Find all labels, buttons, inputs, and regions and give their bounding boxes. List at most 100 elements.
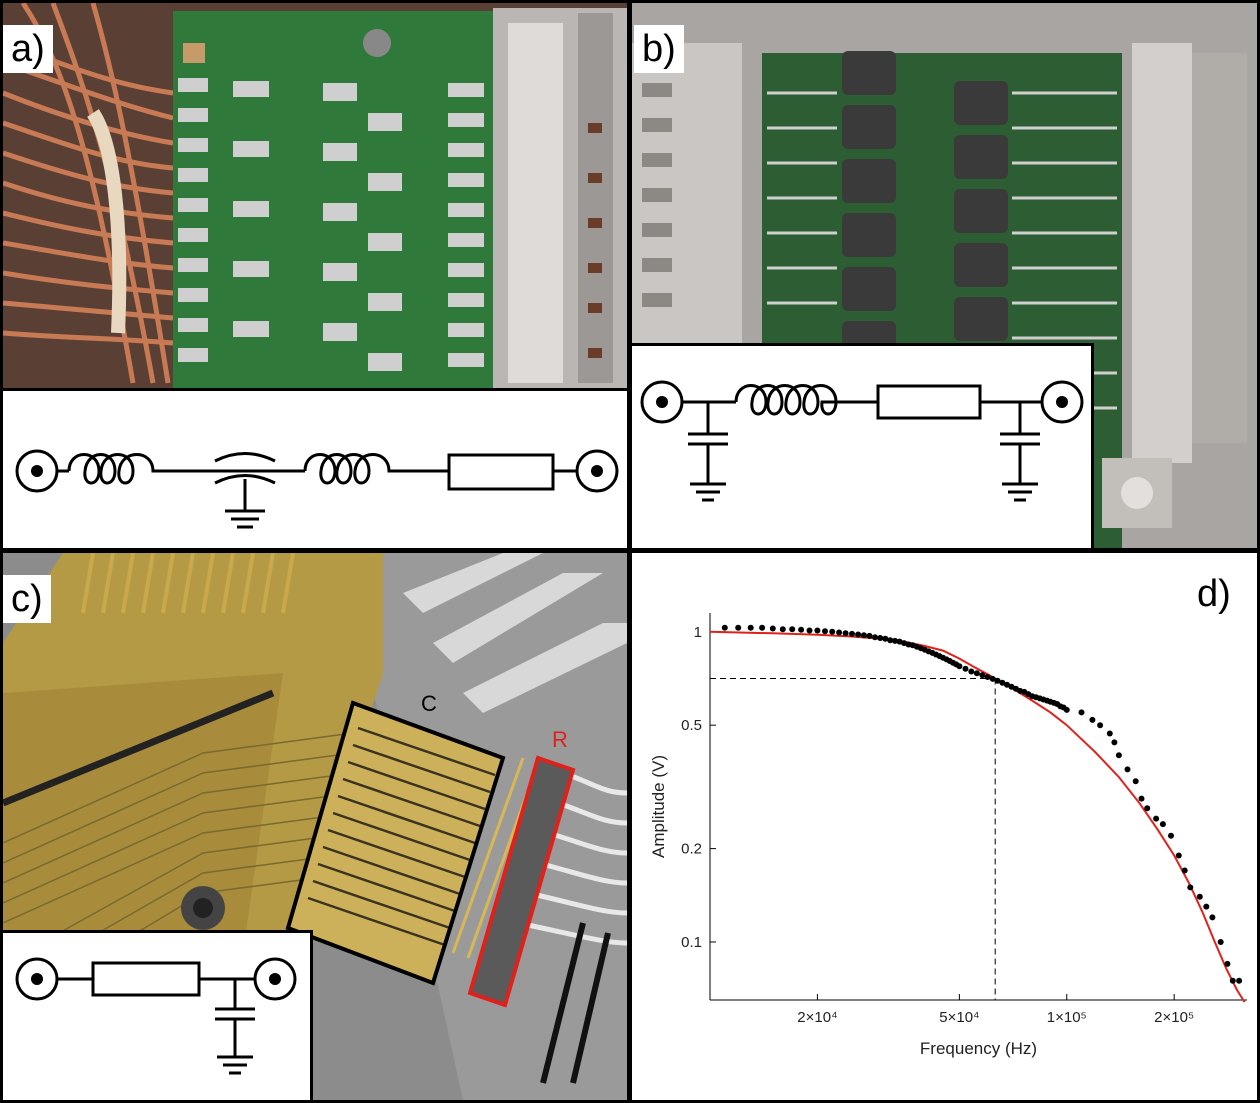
- cable-bundle: [87, 109, 127, 334]
- data-point: [1187, 884, 1194, 891]
- data-point: [822, 628, 828, 635]
- data-point: [999, 679, 1006, 686]
- inductor-b: [734, 384, 878, 416]
- data-point: [836, 629, 843, 636]
- data-point: [994, 677, 1001, 684]
- y-tick-label: 0.2: [681, 841, 702, 858]
- data-point: [829, 628, 836, 635]
- panel-c-circuit: [3, 930, 313, 1100]
- y-axis-label: Amplitude (V): [649, 755, 668, 858]
- pcb-traces: [767, 91, 1117, 410]
- panel-a-photo: [3, 3, 627, 388]
- panel-a: a): [3, 3, 627, 548]
- data-point: [1138, 795, 1145, 802]
- data-point: [814, 627, 821, 634]
- right-connector: [1132, 43, 1192, 463]
- data-point: [1236, 977, 1243, 984]
- data-point: [896, 638, 903, 645]
- data-point: [989, 675, 996, 682]
- panel-a-circuit: [3, 388, 627, 548]
- data-point: [887, 637, 894, 644]
- lc-filter-schematic: [15, 449, 619, 529]
- c-box-outline: [285, 700, 506, 986]
- resistor-c: [91, 961, 201, 997]
- x-tick-label: 1×10⁵: [1047, 1009, 1087, 1026]
- data-point: [1209, 914, 1216, 921]
- x-tick-label: 2×10⁵: [1154, 1009, 1194, 1026]
- bond-pads-top: [81, 553, 295, 614]
- data-point: [779, 626, 786, 633]
- panel-b: b): [632, 3, 1257, 548]
- wire-bonds: [517, 770, 627, 946]
- data-point: [1224, 960, 1231, 967]
- data-point: [1097, 722, 1104, 729]
- data-point: [1181, 867, 1188, 874]
- capacitor-c: [215, 979, 255, 1075]
- data-point: [1004, 681, 1010, 688]
- data-point: [1115, 752, 1122, 759]
- data-point: [1063, 706, 1070, 713]
- solder-pads: [178, 78, 484, 371]
- pi-filter-schematic: [640, 380, 1084, 502]
- inductor-1: [67, 453, 185, 485]
- y-tick-label: 0.5: [681, 717, 702, 734]
- data-point: [1175, 852, 1182, 859]
- data-point: [1168, 832, 1174, 839]
- panel-b-circuit: [632, 343, 1094, 548]
- x-tick-label: 5×10⁴: [939, 1009, 979, 1026]
- data-point: [798, 626, 805, 633]
- data-point: [872, 634, 878, 641]
- inductor-2: [303, 453, 423, 485]
- data-point: [1132, 778, 1139, 785]
- data-point: [747, 624, 754, 631]
- data-point: [1089, 716, 1096, 723]
- capacitor-b-1: [688, 402, 728, 502]
- data-point: [1111, 739, 1118, 746]
- ground-symbol-a: [225, 479, 265, 529]
- panel-d-label: d): [1197, 573, 1231, 615]
- data-point: [1217, 939, 1224, 945]
- data-point: [892, 637, 898, 644]
- dark-stripes: [540, 922, 611, 1084]
- data-point: [1229, 977, 1236, 984]
- data-point: [855, 631, 862, 638]
- data-point: [806, 627, 813, 634]
- panel-c-label: c): [3, 575, 51, 623]
- data-point: [1159, 821, 1166, 828]
- panel-c: c) C R: [3, 553, 627, 1100]
- output-terminal: [575, 449, 619, 493]
- data-point: [735, 624, 742, 631]
- y-tick-label: 1: [694, 624, 702, 641]
- data-point: [849, 630, 855, 637]
- data-point: [956, 663, 963, 670]
- x-tick-label: 2×10⁴: [797, 1009, 837, 1026]
- fit-curve: [709, 630, 1246, 1003]
- data-point: [984, 674, 991, 680]
- data-point: [877, 635, 884, 641]
- data-point: [1153, 815, 1160, 822]
- data-point: [721, 624, 728, 631]
- inductor-blocks: [842, 51, 1008, 351]
- data-point: [968, 668, 975, 675]
- output-terminal-b: [1040, 380, 1084, 424]
- data-point: [1196, 893, 1203, 900]
- metal-leads: [403, 553, 627, 713]
- data-point: [882, 635, 889, 642]
- rc-filter-schematic: [15, 957, 297, 1075]
- panel-a-label: a): [3, 25, 53, 73]
- r-box-label: R: [552, 727, 568, 752]
- data-point: [769, 625, 776, 632]
- data-point: [1106, 730, 1113, 737]
- capacitor-array: [288, 703, 503, 983]
- data-point: [973, 670, 980, 677]
- resistor-array: [470, 758, 573, 1005]
- output-terminal-c: [253, 957, 297, 1001]
- data-point: [789, 626, 796, 633]
- capacitor-b-2: [1000, 402, 1040, 502]
- c-box-label: C: [421, 691, 437, 716]
- resistor-b: [876, 384, 982, 420]
- data-point: [1144, 805, 1151, 812]
- data-point: [1124, 766, 1131, 773]
